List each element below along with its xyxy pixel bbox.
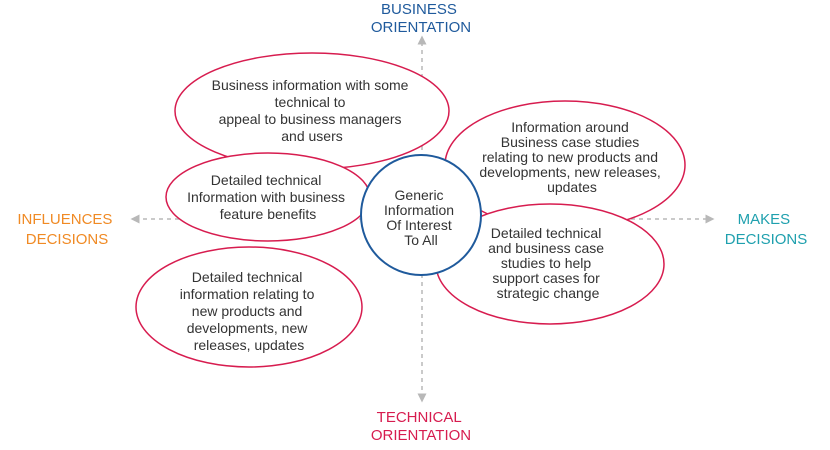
axis-label-bottom: TECHNICAL ORIENTATION	[371, 409, 471, 444]
bubble-right-bottom-text: Detailed technical and business case stu…	[488, 225, 608, 301]
bubble-bottom-left-ellipse	[135, 246, 363, 368]
axis-label-right: MAKES DECISIONS	[725, 211, 808, 248]
bubble-right-top-text: Information around Business case studies…	[479, 119, 664, 195]
bubble-mid-left-text: Detailed technical Information with busi…	[187, 172, 349, 222]
bubble-bottom-left-text: Detailed technical information relating …	[180, 269, 319, 353]
center-circle	[360, 154, 482, 276]
axis-label-left: INFLUENCES DECISIONS	[17, 211, 116, 248]
axis-label-top: BUSINESS ORIENTATION	[371, 1, 471, 36]
bubble-top-text: Business information with some technical…	[212, 77, 413, 144]
center-text: Generic Information Of Interest To All	[384, 187, 458, 248]
